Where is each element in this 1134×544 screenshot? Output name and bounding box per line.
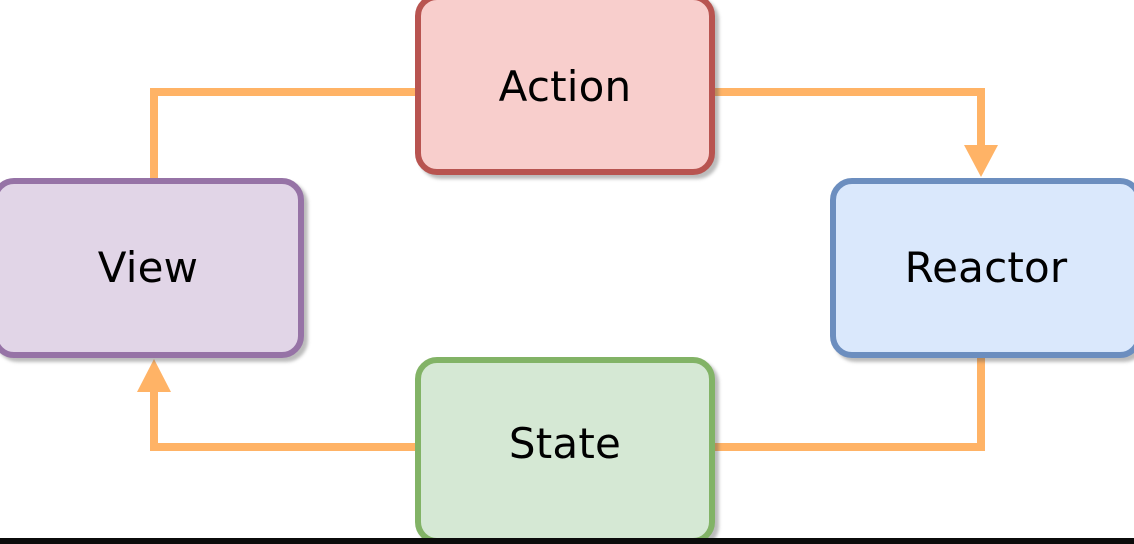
node-state-label: State xyxy=(508,418,622,468)
node-state[interactable]: State xyxy=(415,357,715,544)
edge-action-to-reactor xyxy=(711,88,985,152)
bottom-edge-bar xyxy=(0,538,1134,544)
edge-view-to-action xyxy=(150,88,420,180)
node-reactor[interactable]: Reactor xyxy=(830,178,1134,358)
edge-state-to-view xyxy=(150,390,420,451)
arrowhead-into-reactor xyxy=(964,145,998,177)
arrowhead-into-view xyxy=(137,359,171,392)
node-action-label: Action xyxy=(498,61,632,111)
node-action[interactable]: Action xyxy=(415,0,715,175)
node-view-label: View xyxy=(97,243,199,292)
node-view[interactable]: View xyxy=(0,178,304,358)
node-reactor-label: Reactor xyxy=(904,243,1068,292)
edge-reactor-to-state xyxy=(711,354,985,451)
